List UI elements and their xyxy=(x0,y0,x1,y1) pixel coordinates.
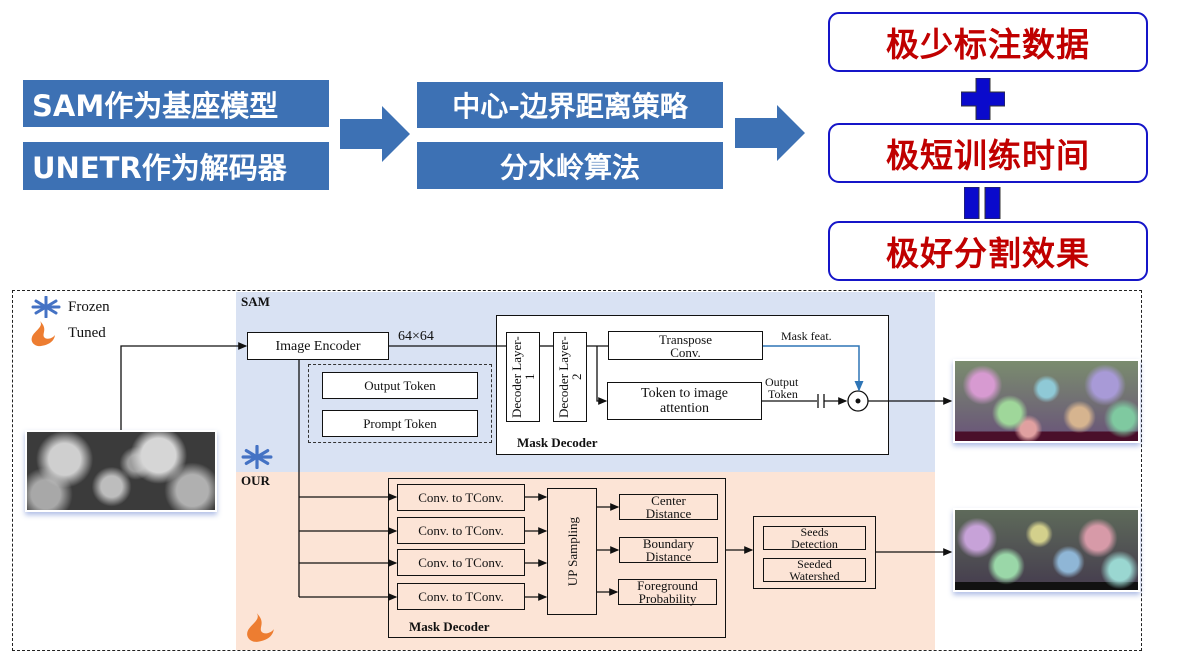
watershed-box: 分水岭算法 xyxy=(417,142,723,189)
conv-block: Conv. to TConv. xyxy=(397,517,525,544)
legend-frozen: Frozen xyxy=(68,299,110,315)
seeds-detection-block: Seeds Detection xyxy=(763,526,866,550)
seeded-watershed-label-1: Seeded xyxy=(797,557,832,571)
seeds-detection-label-1: Seeds xyxy=(800,525,829,539)
prompt-token-label: Prompt Token xyxy=(363,416,437,431)
result-label: 极好分割效果 xyxy=(886,234,1090,273)
arrow-right-icon xyxy=(735,105,805,161)
feature-size-label: 64×64 xyxy=(398,329,434,344)
conv-block-label: Conv. to TConv. xyxy=(418,555,504,570)
legend-tuned: Tuned xyxy=(68,325,106,341)
token-group xyxy=(308,364,492,443)
input-sem-image xyxy=(25,430,217,512)
output-label-1: Center xyxy=(651,493,686,508)
result-box-performance: 极好分割效果 xyxy=(828,221,1148,281)
sam-section-title: SAM xyxy=(241,294,270,309)
transpose-conv-label-2: Conv. xyxy=(670,344,701,360)
our-mask-decoder-block xyxy=(388,478,726,638)
center-distance-block: Center Distance xyxy=(619,494,718,520)
boundary-distance-block: Boundary Distance xyxy=(619,537,718,563)
image-encoder-label: Image Encoder xyxy=(275,338,361,354)
seeded-watershed-block: Seeded Watershed xyxy=(763,558,866,582)
image-encoder-block: Image Encoder xyxy=(247,332,389,360)
transpose-conv-label-1: Transpose xyxy=(659,331,712,347)
decoder-layer-2-block: Decoder Layer-2 xyxy=(553,332,587,422)
output-token-block: Output Token xyxy=(322,372,478,399)
watershed-label: 分水岭算法 xyxy=(499,150,640,184)
flame-icon xyxy=(247,613,274,642)
decoder-layer-1-block: Decoder Layer-1 xyxy=(506,332,540,422)
conv-block-label: Conv. to TConv. xyxy=(418,589,504,604)
equals-icon xyxy=(964,187,1001,219)
foreground-probability-block: Foreground Probability xyxy=(618,579,717,605)
conv-block-label: Conv. to TConv. xyxy=(418,490,504,505)
sam-mask-decoder-label: Mask Decoder xyxy=(517,435,598,450)
output-token-line-label-1: Output xyxy=(765,375,799,389)
transpose-conv-block: Transpose Conv. xyxy=(608,331,763,360)
output-label-2: Probability xyxy=(638,591,697,606)
output-label-2: Distance xyxy=(645,549,692,564)
center-boundary-label: 中心-边界距离策略 xyxy=(452,90,688,123)
unetr-decoder-label: UNETR作为解码器 xyxy=(32,151,287,185)
flame-icon xyxy=(31,321,55,347)
connector-input-encoder xyxy=(120,342,248,430)
sam-output-segmentation-image xyxy=(953,359,1140,443)
center-boundary-box: 中心-边界距离策略 xyxy=(417,82,723,128)
output-token-label: Output Token xyxy=(364,378,436,393)
our-section-title: OUR xyxy=(241,473,270,488)
our-output-segmentation-image xyxy=(953,508,1140,592)
connector-layer2-attention xyxy=(596,346,608,405)
mask-feat-label: Mask feat. xyxy=(781,329,832,343)
unetr-decoder-box: UNETR作为解码器 xyxy=(23,142,329,190)
token-to-image-label-2: attention xyxy=(660,401,709,416)
sam-foundation-box: SAM作为基座模型 xyxy=(23,80,329,127)
result-label: 极少标注数据 xyxy=(886,25,1090,64)
our-mask-decoder-label: Mask Decoder xyxy=(409,619,490,634)
seeds-detection-label-2: Detection xyxy=(791,537,838,551)
post-processing-block xyxy=(753,516,876,589)
token-to-image-label-1: Token to image xyxy=(641,386,728,401)
sam-foundation-label: SAM作为基座模型 xyxy=(32,88,279,123)
output-label-1: Foreground xyxy=(637,578,698,593)
result-box-data: 极少标注数据 xyxy=(828,12,1148,72)
snowflake-icon xyxy=(31,296,61,318)
output-label-1: Boundary xyxy=(642,536,695,551)
prompt-token-block: Prompt Token xyxy=(322,410,478,437)
result-box-time: 极短训练时间 xyxy=(828,123,1148,183)
conv-block: Conv. to TConv. xyxy=(397,484,525,511)
arrow-right-icon xyxy=(340,106,410,162)
capacitor-icon xyxy=(817,394,825,408)
token-to-image-attention-block: Token to image attention xyxy=(607,382,762,420)
conv-block-label: Conv. to TConv. xyxy=(418,523,504,538)
connector-mask-feat xyxy=(763,345,864,392)
elementwise-product-center xyxy=(855,398,861,404)
output-token-line-label-2: Token xyxy=(768,387,798,401)
conv-block: Conv. to TConv. xyxy=(397,583,525,610)
diagram-frame xyxy=(12,290,1142,651)
snowflake-icon xyxy=(241,445,273,469)
upsampling-block: UP Sampling xyxy=(547,488,597,615)
plus-icon xyxy=(961,78,1005,120)
seeded-watershed-label-2: Watershed xyxy=(789,569,840,583)
conv-block: Conv. to TConv. xyxy=(397,549,525,576)
output-label-2: Distance xyxy=(645,506,692,521)
result-label: 极短训练时间 xyxy=(886,136,1090,175)
